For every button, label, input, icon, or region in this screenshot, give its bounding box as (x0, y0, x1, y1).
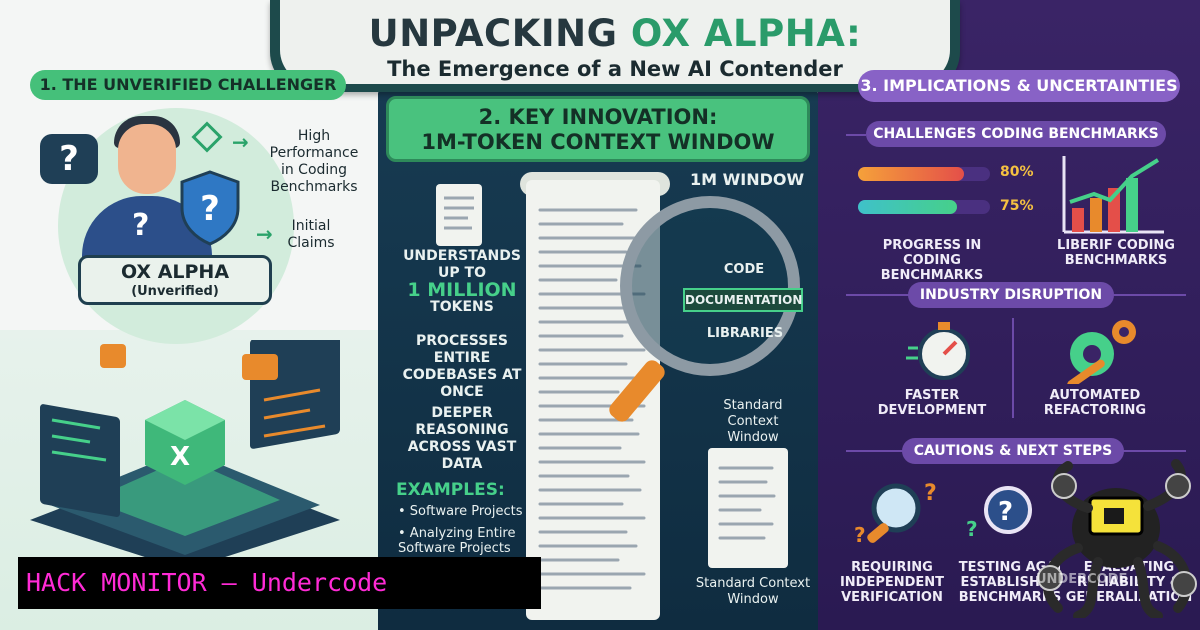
magnifier-documentation-label: DOCUMENTATION (683, 288, 803, 312)
question-bubble-icon: ? (40, 134, 98, 184)
faster-development-label: FASTER DEVELOPMENT (877, 388, 987, 418)
watermark-faint: UNDERCODE (1036, 572, 1128, 587)
deeper-reasoning-text: DEEPER REASONING ACROSS VAST DATA (407, 405, 517, 472)
ox-alpha-label: OX ALPHA (Unverified) (78, 255, 272, 305)
progress-fill-1 (858, 167, 964, 181)
svg-text:X: X (170, 442, 190, 472)
person-head (118, 124, 176, 194)
examples-heading: EXAMPLES: (396, 480, 505, 500)
scroll-text-lines (538, 208, 646, 590)
arrow-right-icon: → (256, 222, 273, 246)
svg-text:?: ? (854, 523, 866, 547)
challenges-pill: CHALLENGES CODING BENCHMARKS (866, 121, 1166, 147)
magnifier-code-label: CODE (723, 262, 765, 277)
testing-benchmarks-label: TESTING AGAI ESTABLISHED BENCHMARKS (958, 560, 1062, 605)
progress-track-2 (858, 200, 990, 214)
standard-context-label-top: Standard Context Window (723, 398, 783, 445)
understands-text: UNDERSTANDS UP TO 1 MILLION TOKENS (403, 248, 521, 315)
progress-track-1 (858, 167, 990, 181)
magnifier-libraries-label: LIBRARIES (706, 326, 784, 341)
automated-refactoring-label: AUTOMATED REFACTORING (1043, 388, 1147, 418)
section3-heading: 3. IMPLICATIONS & UNCERTAINTIES (858, 70, 1180, 102)
section1-heading: 1. THE UNVERIFIED CHALLENGER (30, 70, 346, 100)
header-banner: UNPACKING OX ALPHA: The Emergence of a N… (270, 0, 960, 92)
standard-context-label-bottom: Standard Context Window (695, 576, 811, 607)
question-mark-icon: ? (132, 208, 150, 243)
evaluating-reliability-label: EVALUATING RELIABILITY & GENERALIZATION (1065, 560, 1193, 605)
hack-monitor-banner: HACK MONITOR – Undercode (18, 557, 541, 609)
page-title: UNPACKING OX ALPHA: (368, 12, 862, 55)
small-doc-lines (718, 466, 776, 540)
magnifier-question-icon: ? ? (854, 481, 937, 547)
requiring-verification-label: REQUIRING INDEPENDENT VERIFICATION (839, 560, 945, 605)
window-1m-label: 1M WINDOW (690, 170, 805, 189)
progress-percent-2: 75% (1000, 198, 1034, 214)
progress-percent-1: 80% (1000, 164, 1034, 180)
example-item: • Analyzing Entire Software Projects (398, 526, 516, 556)
standard-context-document (708, 448, 788, 568)
document-icon (436, 184, 482, 246)
stopwatch-icon (906, 322, 970, 380)
arrow-right-icon: → (232, 130, 249, 154)
page-subtitle: The Emergence of a New AI Contender (387, 57, 843, 81)
isometric-platform-illustration: X (30, 340, 340, 570)
benchmark-question-icon: ? ? (966, 486, 1032, 541)
svg-text:?: ? (924, 481, 937, 506)
progress-label: PROGRESS IN CODING BENCHMARKS (880, 238, 984, 283)
svg-text:?: ? (998, 497, 1013, 527)
octopus-robot-mascot (1037, 459, 1197, 618)
section2-heading: 2. KEY INNOVATION: 1M-TOKEN CONTEXT WIND… (386, 96, 810, 162)
vertical-divider (1012, 318, 1014, 418)
gear-wrench-icon (1067, 320, 1136, 384)
claim-high-performance: High Performance in Coding Benchmarks (269, 128, 359, 195)
claim-initial: Initial Claims (287, 218, 335, 251)
shield-icon: ? (180, 170, 240, 246)
bar-growth-chart-icon (1062, 156, 1164, 234)
verify-label: LIBERIF CODING BENCHMARKS (1057, 238, 1175, 268)
svg-text:?: ? (200, 189, 220, 229)
progress-fill-2 (858, 200, 957, 214)
cautions-pill: CAUTIONS & NEXT STEPS (902, 438, 1124, 464)
svg-text:?: ? (966, 517, 978, 541)
magnifier-icon (620, 196, 800, 376)
divider (846, 134, 866, 136)
processes-text: PROCESSES ENTIRE CODEBASES AT ONCE (402, 333, 522, 400)
industry-pill: INDUSTRY DISRUPTION (908, 282, 1114, 308)
example-item: • Software Projects (398, 504, 523, 519)
